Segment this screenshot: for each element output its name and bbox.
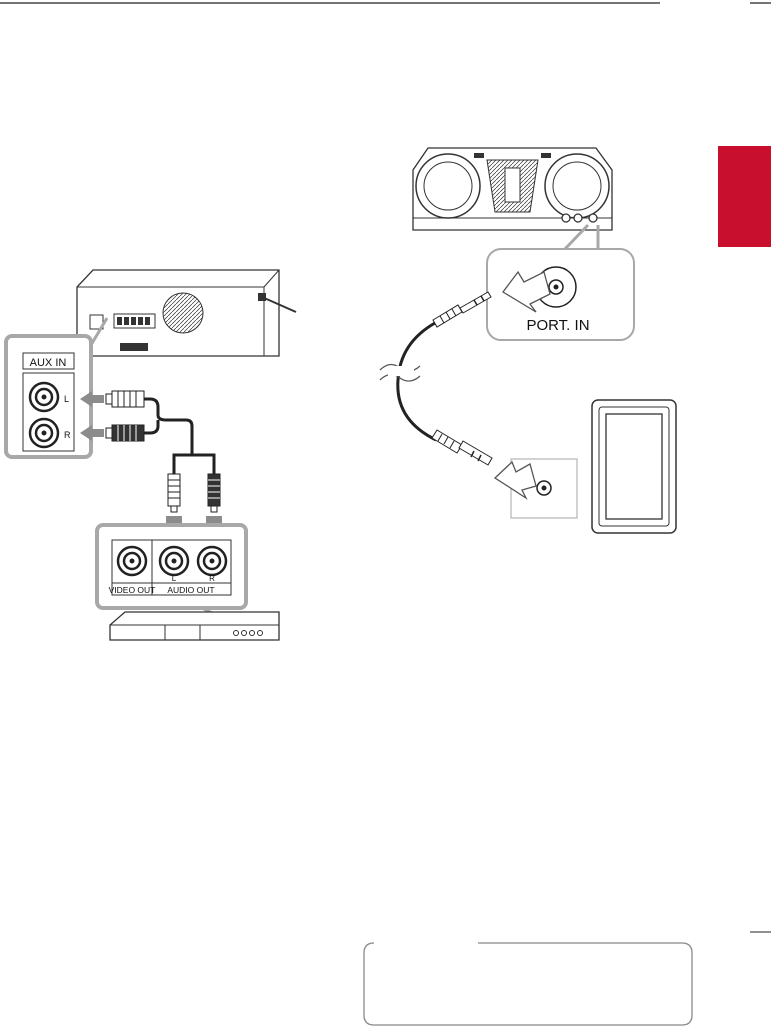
audio-cable-main (144, 399, 214, 474)
plug-bottom (432, 430, 492, 465)
left-figure: AUX IN L R (6, 270, 296, 640)
aux-left-label: L (64, 394, 69, 404)
aux-jack-right (30, 419, 58, 447)
plug-top (433, 292, 491, 327)
portable-device (592, 400, 676, 533)
player-plug-white (168, 474, 180, 512)
out-right-label: R (209, 574, 215, 583)
video-out-label: VIDEO OUT (109, 585, 156, 595)
note-box (364, 943, 692, 1025)
audio-out-label: AUDIO OUT (167, 585, 214, 595)
cable-break-gap (388, 366, 414, 376)
stereo-unit-rear (77, 270, 296, 356)
boombox (413, 148, 612, 250)
section-tab (718, 146, 771, 247)
aux-in-label: AUX IN (30, 357, 67, 369)
player-plug-red (208, 474, 220, 512)
audio-out-jack-left (160, 547, 188, 575)
out-left-label: L (172, 574, 177, 583)
player-output-panel: L R VIDEO OUT AUDIO OUT (97, 525, 246, 608)
video-out-jack (118, 547, 146, 575)
audio-cable-split (174, 455, 192, 474)
device-jack-pin (542, 486, 547, 491)
rca-plug-red (106, 425, 144, 441)
audio-out-jack-right (198, 547, 226, 575)
right-figure: PORT. IN (380, 148, 676, 533)
aux-right-label: R (64, 430, 71, 440)
audio-cable-branch (144, 420, 158, 433)
audio-cable (398, 323, 436, 440)
rca-plug-white (106, 391, 144, 407)
aux-jack-left (30, 383, 58, 411)
port-in-label: PORT. IN (526, 317, 589, 334)
player-box (110, 608, 279, 640)
